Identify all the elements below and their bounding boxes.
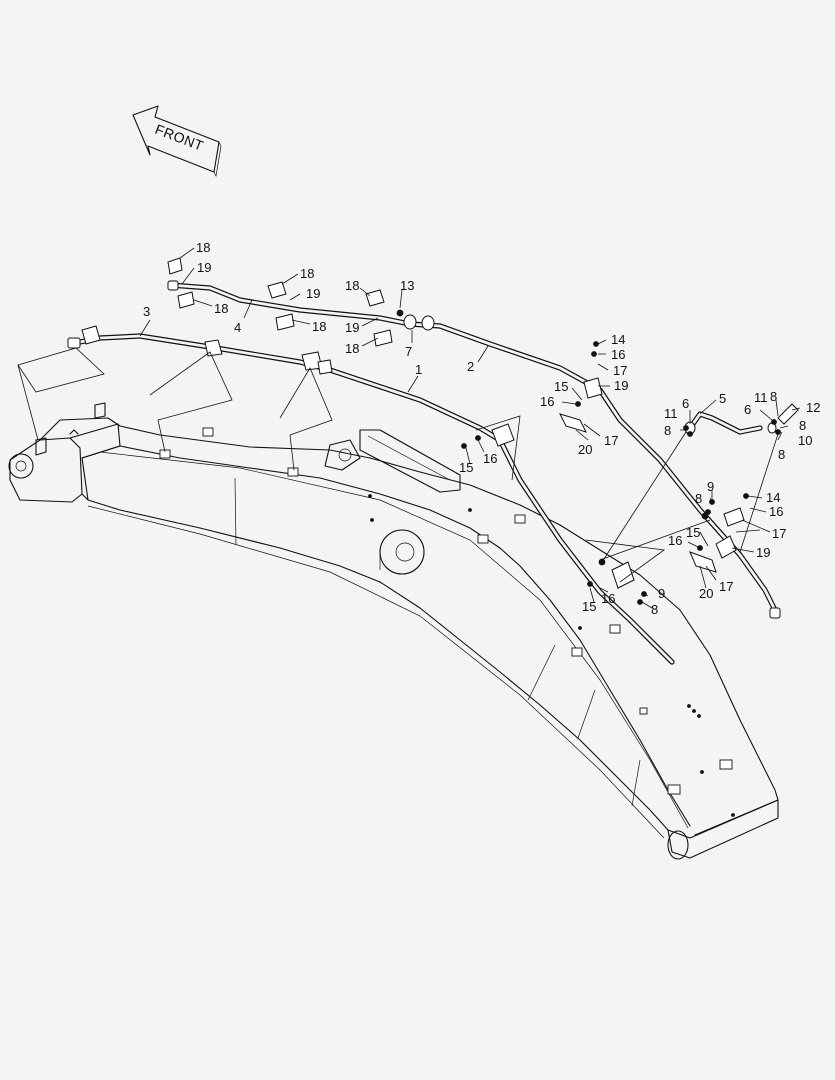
- callout-18-c: 18: [300, 266, 314, 281]
- callout-7: 7: [405, 344, 412, 359]
- callout-10: 10: [798, 433, 812, 448]
- callout-6-left: 6: [682, 396, 689, 411]
- callout-9-lower: 9: [658, 586, 665, 601]
- callout-17-upper-low: 17: [604, 433, 618, 448]
- callout-12: 12: [806, 400, 820, 415]
- callout-4: 4: [234, 320, 241, 335]
- callout-16-mid-left: 16: [668, 533, 682, 548]
- callout-8-lower: 8: [651, 602, 658, 617]
- callout-15-left: 15: [459, 460, 473, 475]
- callout-16-lower: 16: [601, 591, 615, 606]
- pipe-3: [67, 333, 675, 665]
- hose-5: [684, 403, 799, 435]
- callout-19-e: 19: [756, 545, 770, 560]
- callout-16-left: 16: [483, 451, 497, 466]
- pipe-2-and-4: [167, 280, 781, 619]
- callout-15-lower: 15: [582, 599, 596, 614]
- callout-19-b: 19: [306, 286, 320, 301]
- callout-16-mid-right: 16: [769, 504, 783, 519]
- callout-19-d: 19: [614, 378, 628, 393]
- callout-17-lower: 17: [719, 579, 733, 594]
- callout-14-lower: 14: [766, 490, 780, 505]
- front-arrow-icon: FRONT: [132, 105, 222, 178]
- callout-17-upper: 17: [613, 363, 627, 378]
- callout-18-b: 18: [214, 301, 228, 316]
- callout-18-f: 18: [345, 341, 359, 356]
- callout-15-upper: 15: [554, 379, 568, 394]
- callout-15-mid: 15: [686, 525, 700, 540]
- callout-1: 1: [415, 362, 422, 377]
- callout-2: 2: [467, 359, 474, 374]
- callout-5: 5: [719, 391, 726, 406]
- callout-9-mid: 9: [707, 479, 714, 494]
- callout-20-upper: 20: [578, 442, 592, 457]
- callout-3: 3: [143, 304, 150, 319]
- callout-18-d: 18: [312, 319, 326, 334]
- callout-20-lower: 20: [699, 586, 713, 601]
- callout-8-mid: 8: [695, 491, 702, 506]
- callout-8-hose-bottom: 8: [778, 447, 785, 462]
- callout-8-hose-right: 8: [799, 418, 806, 433]
- clamps-pipe-2: [167, 257, 745, 573]
- front-label: FRONT: [153, 121, 206, 154]
- callout-14-upper: 14: [611, 332, 625, 347]
- callout-13: 13: [400, 278, 414, 293]
- fittings: [396, 309, 781, 605]
- callout-11-left: 11: [664, 406, 678, 421]
- callout-19-c: 19: [345, 320, 359, 335]
- callout-labels: 1 2 3 4 5 6 6 7 8 8 8 8 8 8 9 9 10 11 11…: [143, 240, 820, 617]
- callout-19-a: 19: [197, 260, 211, 275]
- callout-11-right: 11: [754, 390, 768, 405]
- boom-structure: [8, 402, 779, 860]
- callout-8-hose-top: 8: [770, 389, 777, 404]
- callout-17-mid: 17: [772, 526, 786, 541]
- callout-18-e: 18: [345, 278, 359, 293]
- callout-16-upper-right: 16: [611, 347, 625, 362]
- leader-lines: [17, 247, 801, 609]
- clamps-pipe-3: [81, 325, 635, 589]
- callout-8-hose-left: 8: [664, 423, 671, 438]
- callout-6-right: 6: [744, 402, 751, 417]
- callout-16-upper-left: 16: [540, 394, 554, 409]
- callout-18-a: 18: [196, 240, 210, 255]
